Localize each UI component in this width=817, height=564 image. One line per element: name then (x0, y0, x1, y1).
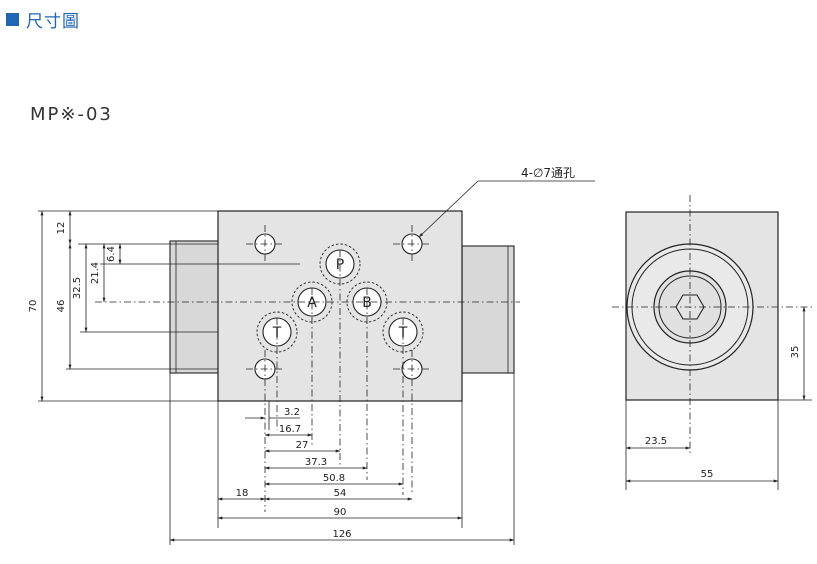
dim-12: 12 (56, 222, 67, 235)
hole-callout: 4-∅7通孔 (418, 166, 595, 238)
dim-70: 70 (28, 300, 39, 313)
dim-16-7: 16.7 (279, 424, 301, 435)
dim-54: 54 (334, 488, 347, 499)
dim-46: 46 (56, 300, 67, 313)
dim-23-5: 23.5 (645, 436, 667, 447)
callout-label: 4-∅7通孔 (521, 166, 575, 180)
section-header: 尺寸圖 (6, 8, 80, 32)
dim-21-4: 21.4 (90, 262, 101, 284)
dim-6-4: 6.4 (106, 246, 117, 262)
side-view: 35 23.5 55 (612, 195, 815, 490)
dim-32-5: 32.5 (72, 277, 83, 299)
right-boss (461, 245, 515, 374)
dim-37-3: 37.3 (305, 457, 327, 468)
dim-126: 126 (332, 529, 351, 540)
bottom-dimensions: 3.2 16.7 27 37.3 50.8 54 18 90 126 (169, 373, 515, 545)
dim-35: 35 (790, 346, 801, 359)
dim-18: 18 (236, 488, 249, 499)
left-boss (169, 240, 220, 374)
dim-3-2: 3.2 (284, 407, 300, 418)
dim-55: 55 (701, 469, 714, 480)
left-dimensions: 70 12 46 32.5 21.4 6.4 (28, 210, 300, 402)
dim-27: 27 (296, 440, 309, 451)
dim-90: 90 (334, 507, 347, 518)
header-square-icon (6, 12, 19, 26)
dim-50-8: 50.8 (323, 473, 345, 484)
front-view: P A B T T (95, 210, 520, 512)
model-label: MP※-03 (30, 104, 113, 125)
section-title: 尺寸圖 (26, 11, 80, 32)
